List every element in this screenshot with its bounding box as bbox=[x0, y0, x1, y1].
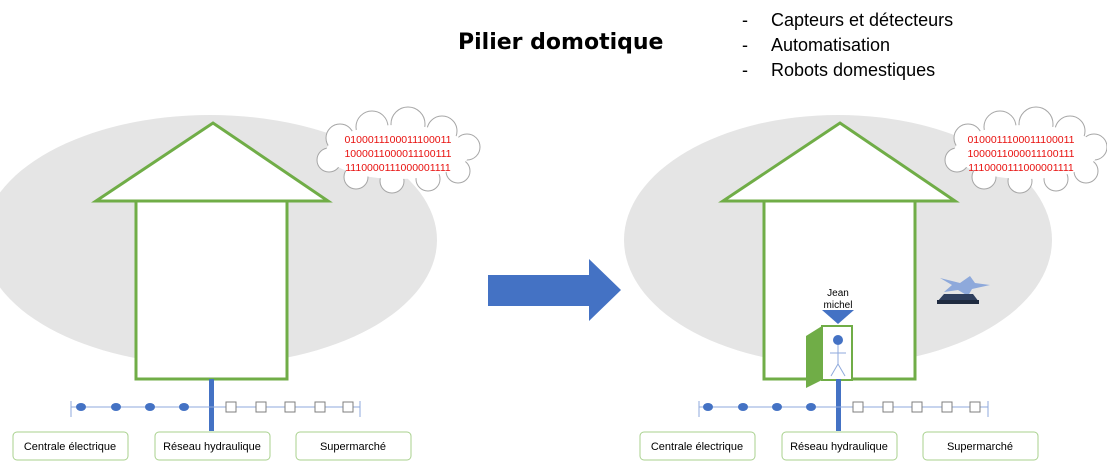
binary-line: 0100011100011100011 bbox=[344, 134, 451, 146]
network-box bbox=[639, 431, 756, 461]
network-node bbox=[145, 403, 155, 411]
presence-indicator-icon bbox=[822, 310, 854, 324]
right-data-cloud: 0100011100011100011 1000011000011100111 … bbox=[944, 106, 1107, 194]
network-box bbox=[922, 431, 1039, 461]
binary-line: 0100011100011100011 bbox=[967, 134, 1074, 146]
network-device bbox=[225, 401, 237, 413]
bullet-label: Robots domestiques bbox=[771, 60, 936, 80]
network-node bbox=[738, 403, 748, 411]
bullet-item: - Capteurs et détecteurs bbox=[742, 8, 953, 33]
binary-line: 1110000111000001111 bbox=[345, 162, 451, 174]
bullet-marker: - bbox=[742, 35, 748, 55]
person-icon bbox=[830, 335, 846, 377]
network-device bbox=[284, 401, 296, 413]
person-at-door: Jean michel bbox=[806, 288, 854, 388]
person-label: michel bbox=[824, 300, 853, 311]
page-title: Pilier domotique bbox=[458, 30, 664, 55]
network-label: Supermarché bbox=[947, 441, 1013, 453]
network-device bbox=[314, 401, 326, 413]
network-device bbox=[969, 401, 981, 413]
network-device bbox=[342, 401, 354, 413]
network-label: Centrale électrique bbox=[651, 441, 743, 453]
network-node bbox=[772, 403, 782, 411]
network-node bbox=[76, 403, 86, 411]
network-device bbox=[852, 401, 864, 413]
network-device bbox=[911, 401, 923, 413]
left-main-pipe bbox=[209, 379, 214, 431]
robot-drone-icon bbox=[937, 276, 990, 304]
network-label: Réseau hydraulique bbox=[790, 441, 888, 453]
network-device bbox=[255, 401, 267, 413]
network-device bbox=[941, 401, 953, 413]
network-node bbox=[179, 403, 189, 411]
left-scene: 0100011100011100011 1000011000011100111 … bbox=[0, 106, 481, 461]
bullet-item: - Robots domestiques bbox=[742, 58, 953, 83]
binary-line: 1000011000011100111 bbox=[967, 148, 1074, 160]
left-data-cloud: 0100011100011100011 1000011000011100111 … bbox=[316, 106, 481, 194]
network-box bbox=[12, 431, 129, 461]
right-scene: 0100011100011100011 1000011000011100111 … bbox=[624, 106, 1107, 461]
left-house-body bbox=[134, 199, 289, 381]
door-frame bbox=[821, 325, 853, 381]
right-network-line bbox=[698, 401, 989, 417]
network-box bbox=[781, 431, 898, 461]
network-label: Réseau hydraulique bbox=[163, 441, 261, 453]
bullet-item: - Automatisation bbox=[742, 33, 953, 58]
network-node bbox=[806, 403, 816, 411]
feature-bullet-list: -Capteurs et détecteurs -Automatisation … bbox=[742, 8, 953, 83]
open-door-panel bbox=[806, 326, 822, 388]
network-device bbox=[882, 401, 894, 413]
network-node bbox=[703, 403, 713, 411]
transition-arrow bbox=[488, 259, 621, 321]
person-label: Jean bbox=[827, 288, 849, 299]
network-label: Centrale électrique bbox=[24, 441, 116, 453]
network-label: Supermarché bbox=[320, 441, 386, 453]
bullet-marker: - bbox=[742, 60, 748, 80]
bullet-label: Capteurs et détecteurs bbox=[771, 10, 954, 30]
network-box bbox=[154, 431, 271, 461]
binary-line: 1000011000011100111 bbox=[344, 148, 451, 160]
network-node bbox=[111, 403, 121, 411]
left-network-line bbox=[70, 401, 361, 417]
bullet-marker: - bbox=[742, 10, 748, 30]
binary-line: 1110000111000001111 bbox=[968, 162, 1074, 174]
right-main-pipe bbox=[836, 379, 841, 431]
network-box bbox=[295, 431, 412, 461]
bullet-label: Automatisation bbox=[771, 35, 891, 55]
